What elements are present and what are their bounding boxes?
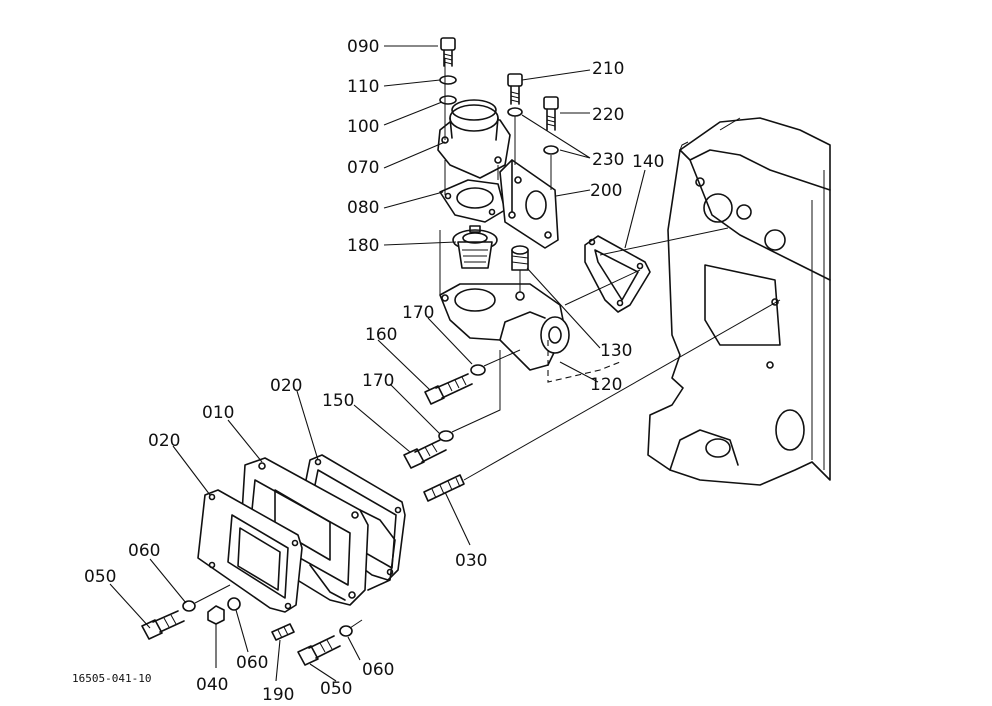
stud-190: [271, 623, 295, 641]
washer-170b: [438, 430, 454, 442]
nut-040: [207, 605, 225, 625]
bolt-160: [424, 373, 473, 405]
label-060-left: 060: [128, 541, 160, 561]
label-030: 030: [455, 551, 487, 571]
label-090: 090: [347, 37, 379, 57]
label-150: 150: [322, 391, 354, 411]
washer-110: [439, 75, 457, 85]
figure-code: 16505-041-10: [72, 672, 151, 685]
bolt-090: [440, 37, 456, 67]
label-110: 110: [347, 77, 379, 97]
label-050-right: 050: [320, 679, 352, 699]
label-100: 100: [347, 117, 379, 137]
bolt-050-right: [297, 635, 341, 666]
label-210: 210: [592, 59, 624, 79]
label-190: 190: [262, 685, 294, 705]
label-070: 070: [347, 158, 379, 178]
label-130: 130: [600, 341, 632, 361]
thermostat-180: [452, 225, 498, 269]
label-170-upper: 170: [402, 303, 434, 323]
label-160: 160: [365, 325, 397, 345]
label-170-lower: 170: [362, 371, 394, 391]
gasket-140: [584, 235, 651, 313]
label-180: 180: [347, 236, 379, 256]
label-080: 080: [347, 198, 379, 218]
label-040: 040: [196, 675, 228, 695]
gasket-020-front: [197, 489, 303, 613]
bolt-210: [507, 73, 523, 105]
washer-060a: [182, 600, 196, 612]
label-140: 140: [632, 152, 664, 172]
leader-lines: [109, 45, 646, 682]
bracket-200: [499, 159, 559, 249]
label-120: 120: [590, 375, 622, 395]
gasket-080: [439, 179, 506, 223]
label-200: 200: [590, 181, 622, 201]
label-060-middle: 060: [236, 653, 268, 673]
label-020-rear: 020: [270, 376, 302, 396]
label-020-front: 020: [148, 431, 180, 451]
washer-060c: [339, 625, 353, 637]
bolt-050-left: [141, 610, 185, 640]
bolt-220: [543, 96, 559, 131]
washer-230a: [507, 107, 523, 117]
group-bracket-120: [547, 340, 621, 383]
label-060-right: 060: [362, 660, 394, 680]
label-010: 010: [202, 403, 234, 423]
plug-130: [511, 245, 529, 271]
thermostat-cover-070: [437, 99, 511, 179]
washer-230b: [543, 145, 559, 155]
stud-030: [423, 474, 465, 502]
label-050-left: 050: [84, 567, 116, 587]
label-230: 230: [592, 150, 624, 170]
bolt-150: [403, 439, 447, 469]
washer-060b: [227, 597, 241, 611]
washer-170a: [470, 364, 486, 376]
washer-100: [439, 95, 457, 105]
callout-labels: 090 110 100 070 080 180 210 220 230 200 …: [72, 37, 664, 705]
label-220: 220: [592, 105, 624, 125]
engine-block: [647, 117, 831, 486]
